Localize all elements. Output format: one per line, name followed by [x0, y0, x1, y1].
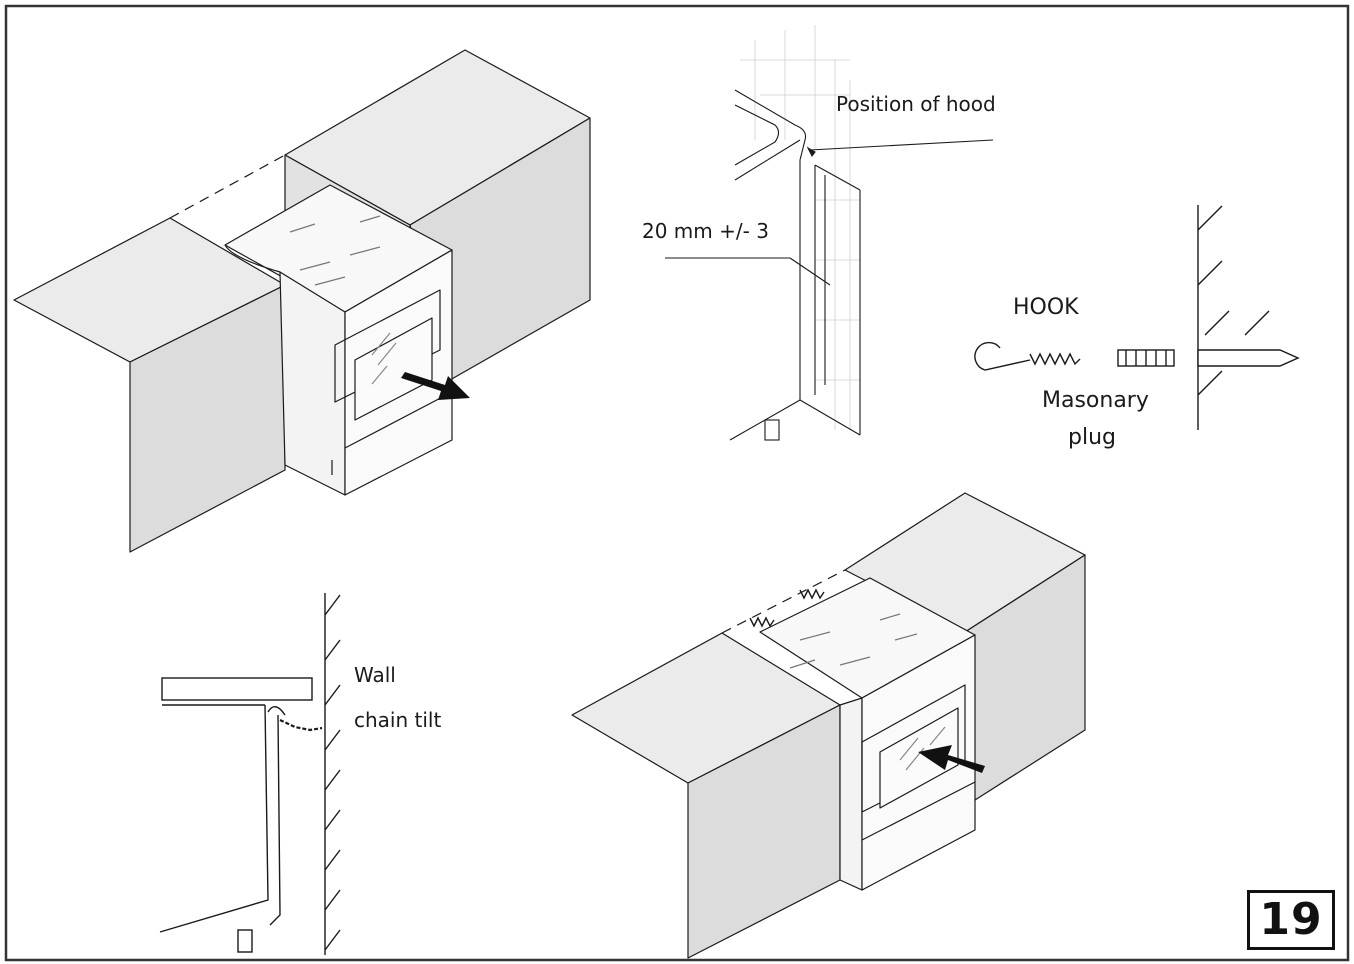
screw-icon [749, 588, 825, 628]
masonry-plug-icon [1117, 349, 1175, 367]
arrow-in-icon [918, 745, 985, 773]
clearance-label: 20 mm +/- 3 [642, 219, 769, 243]
page-number: 19 [1247, 890, 1335, 950]
hook-icon [974, 341, 1081, 371]
chain-tilt-label: chain tilt [354, 708, 442, 732]
wall-label: Wall [354, 663, 396, 687]
page-border [4, 4, 1350, 962]
chain-tilt-section [159, 593, 341, 955]
hood-position-section [665, 25, 994, 441]
masonry-plug-label-line1: Masonary [1042, 388, 1149, 413]
position-of-hood-label: Position of hood [836, 92, 996, 116]
hook-plug-detail [1197, 205, 1300, 430]
arrow-out-icon [401, 372, 470, 400]
masonry-plug-label-line2: plug [1068, 425, 1116, 450]
cooker-removal-scene [13, 49, 591, 553]
cooker-push-scene [571, 492, 1086, 959]
hook-label: HOOK [1013, 295, 1079, 320]
